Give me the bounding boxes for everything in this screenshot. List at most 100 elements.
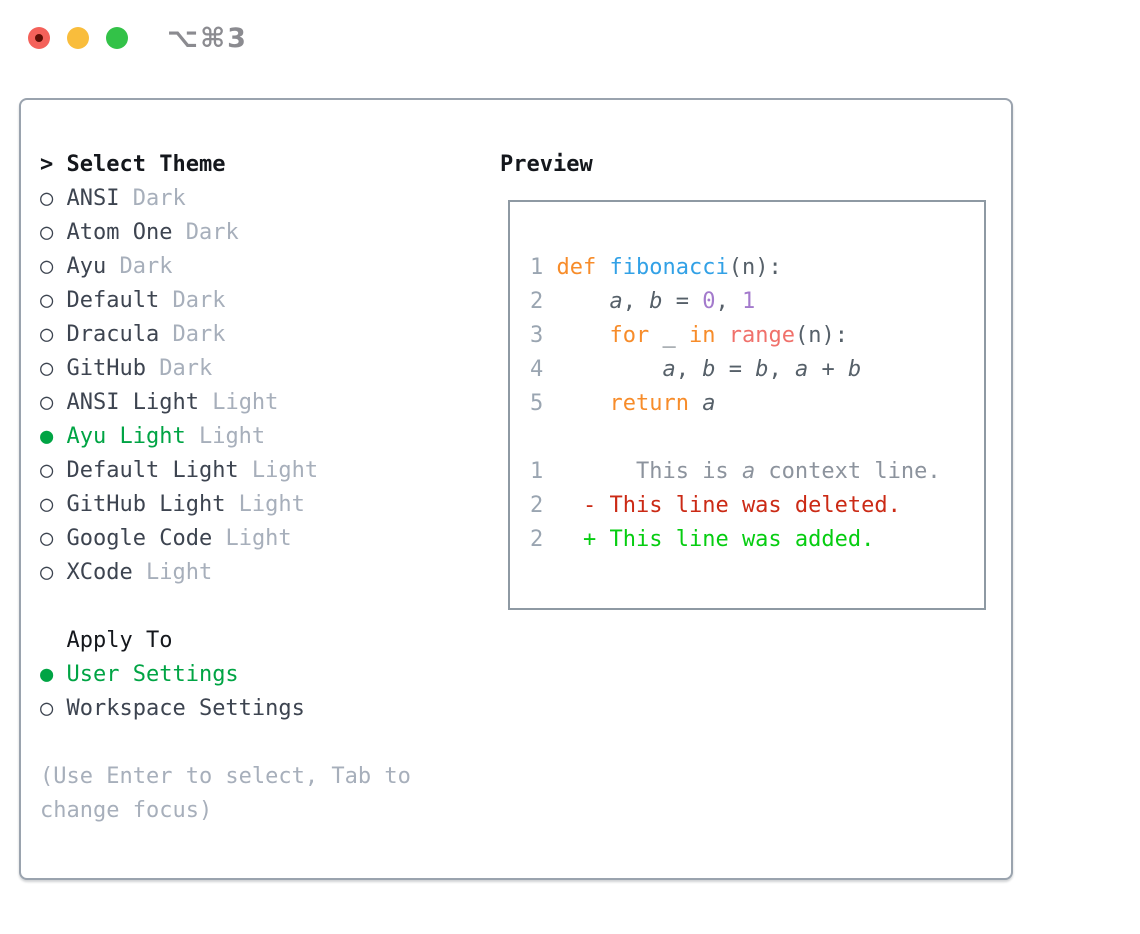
token-pl: (n): (794, 323, 848, 348)
theme-option-atom-one[interactable]: ○ Atom One Dark (40, 216, 411, 250)
theme-name: Google Code (53, 526, 213, 551)
theme-variant-badge: Dark (145, 356, 213, 381)
token-kw: for (609, 323, 650, 348)
theme-option-ayu-light[interactable]: ● Ayu Light Light (40, 420, 411, 454)
theme-name: ANSI Light (53, 390, 199, 415)
theme-variant-badge: Light (238, 458, 319, 483)
token-var: b (702, 357, 716, 382)
theme-option-default[interactable]: ○ Default Dark (40, 284, 411, 318)
apply-to-header: Apply To (40, 628, 173, 653)
theme-option-dracula[interactable]: ○ Dracula Dark (40, 318, 411, 352)
theme-name: XCode (53, 560, 133, 585)
theme-option-xcode[interactable]: ○ XCode Light (40, 556, 411, 590)
theme-option-google-code[interactable]: ○ Google Code Light (40, 522, 411, 556)
token-pl (557, 289, 610, 314)
token-add: + This line was added. (583, 527, 875, 552)
token-ln: 2 (530, 289, 557, 314)
token-ln: 1 (530, 459, 544, 484)
theme-name: Dracula (53, 322, 160, 347)
token-kw: return (609, 391, 689, 416)
theme-option-github[interactable]: ○ GitHub Dark (40, 352, 411, 386)
token-var: a (609, 289, 623, 314)
preview-code-line: 4 a, b = b, a + b (530, 353, 984, 387)
radio-selected-icon: ● (40, 424, 54, 449)
radio-unselected-icon: ○ (40, 322, 54, 347)
theme-variant-badge: Dark (172, 220, 239, 245)
token-ln: 2 (530, 493, 544, 518)
token-pl: , (675, 357, 703, 382)
token-pl (543, 493, 583, 518)
apply-to-options-list: ● User Settings○ Workspace Settings (40, 658, 411, 726)
preview-blank-line (530, 217, 984, 251)
theme-name: Ayu Light (53, 424, 186, 449)
apply-option-label: Workspace Settings (53, 696, 305, 721)
token-pl: = (662, 289, 703, 314)
select-theme-header: > Select Theme (40, 148, 411, 182)
token-pl: , (715, 289, 742, 314)
theme-option-ayu[interactable]: ○ Ayu Dark (40, 250, 411, 284)
maximize-button-icon[interactable] (106, 27, 128, 49)
token-pl: (n): (728, 255, 782, 280)
select-theme-header-label: Select Theme (66, 152, 226, 177)
radio-unselected-icon: ○ (40, 288, 54, 313)
token-pl (557, 323, 610, 348)
theme-variant-badge: Dark (159, 288, 226, 313)
token-ln: 1 (530, 255, 557, 280)
token-ln: 5 (530, 391, 557, 416)
token-var: b (847, 357, 862, 382)
spacer (40, 726, 411, 760)
token-pl: _ (649, 323, 689, 348)
theme-options-list: ○ ANSI Dark○ Atom One Dark○ Ayu Dark○ De… (40, 182, 411, 590)
theme-option-github-light[interactable]: ○ GitHub Light Light (40, 488, 411, 522)
token-ctx: context line. (755, 459, 941, 484)
token-pl (596, 255, 609, 280)
token-var: b (649, 289, 663, 314)
token-var: a (662, 357, 676, 382)
apply-option-user-settings[interactable]: ● User Settings (40, 658, 411, 692)
theme-variant-badge: Dark (106, 254, 173, 279)
token-del: - This line was deleted. (583, 493, 901, 518)
theme-option-ansi-light[interactable]: ○ ANSI Light Light (40, 386, 411, 420)
token-ln: 2 (530, 527, 544, 552)
preview-code-line: 5 return a (530, 387, 984, 421)
token-ctxvar: a (741, 459, 756, 484)
hint-text-line2: change focus) (40, 798, 213, 823)
theme-name: Ayu (53, 254, 107, 279)
token-var: a (794, 357, 809, 382)
token-kw: def (556, 255, 597, 280)
token-pl (715, 323, 728, 348)
radio-unselected-icon: ○ (40, 390, 54, 415)
theme-option-ansi[interactable]: ○ ANSI Dark (40, 182, 411, 216)
token-var: a (702, 391, 716, 416)
radio-unselected-icon: ○ (40, 458, 54, 483)
apply-option-label: User Settings (53, 662, 239, 687)
close-button-icon[interactable] (28, 27, 50, 49)
radio-unselected-icon: ○ (40, 254, 54, 279)
minimize-button-icon[interactable] (67, 27, 89, 49)
token-pl (689, 391, 702, 416)
theme-variant-badge: Light (132, 560, 213, 585)
theme-name: Default (53, 288, 160, 313)
theme-selector-panel: > Select Theme ○ ANSI Dark○ Atom One Dar… (19, 98, 1013, 880)
apply-option-workspace-settings[interactable]: ○ Workspace Settings (40, 692, 411, 726)
radio-unselected-icon: ○ (40, 356, 54, 381)
theme-option-default-light[interactable]: ○ Default Light Light (40, 454, 411, 488)
preview-blank-line (530, 421, 984, 455)
token-pl: = (715, 357, 756, 382)
radio-unselected-icon: ○ (40, 220, 54, 245)
window-title: ⌥⌘3 (167, 23, 248, 54)
token-pl (557, 391, 610, 416)
theme-variant-badge: Dark (159, 322, 226, 347)
theme-variant-badge: Dark (119, 186, 186, 211)
hint-text-line1: (Use Enter to select, Tab to (40, 764, 411, 789)
theme-name: GitHub Light (53, 492, 226, 517)
radio-unselected-icon: ○ (40, 492, 54, 517)
theme-name: ANSI (53, 186, 120, 211)
radio-selected-icon: ● (40, 662, 54, 687)
radio-unselected-icon: ○ (40, 186, 54, 211)
unsaved-dot-icon (35, 34, 43, 42)
preview-code-line: 1 def fibonacci(n): (530, 251, 984, 285)
token-ln: 3 (530, 323, 557, 348)
theme-name: GitHub (53, 356, 146, 381)
